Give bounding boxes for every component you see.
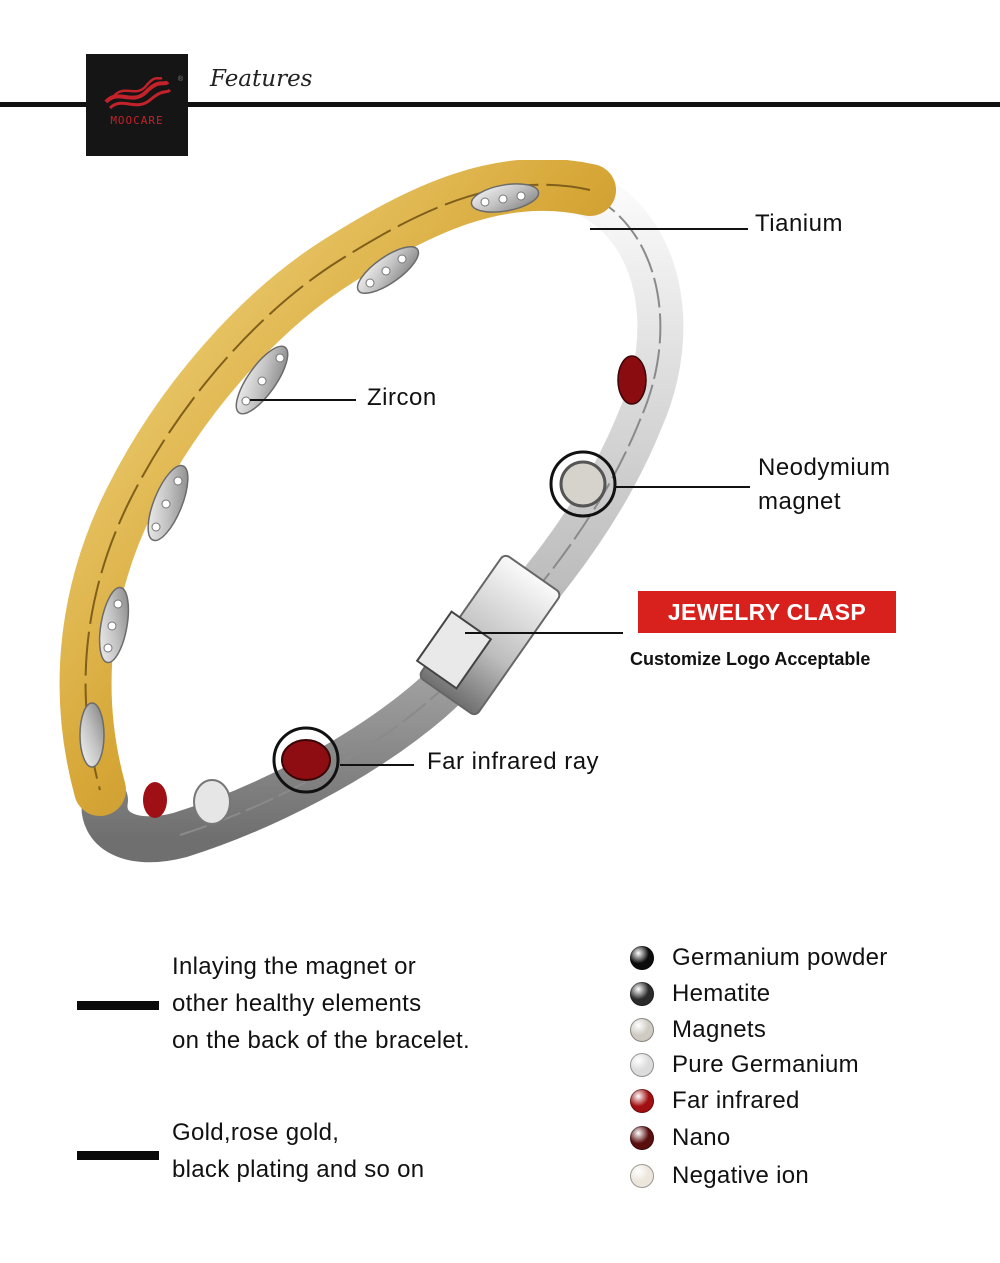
legend-label: Germanium powder — [672, 944, 888, 971]
legend-item: Germanium powder — [630, 940, 970, 976]
far-infrared-bead-icon — [630, 1089, 654, 1113]
page-title: Features — [210, 66, 313, 92]
plating-description: Gold,rose gold, black plating and so on — [172, 1114, 424, 1188]
negative-ion-bead-icon — [630, 1164, 654, 1188]
far-infrared-pointer — [340, 764, 414, 766]
legend-label: Negative ion — [672, 1162, 810, 1189]
inlay-line: Inlaying the magnet or — [172, 953, 417, 980]
wave-logo-icon — [104, 76, 172, 110]
inlay-line: on the back of the bracelet. — [172, 1027, 470, 1054]
bracelet-image — [59, 160, 684, 863]
registered-mark: ® — [177, 76, 183, 83]
header-rule — [0, 102, 1000, 107]
label-zircon: Zircon — [367, 384, 437, 411]
plating-bullet-bar — [77, 1151, 159, 1160]
brand-name: MOOCARE — [110, 114, 164, 127]
legend-item: Pure Germanium — [630, 1047, 970, 1083]
pure-germanium-bead-icon — [630, 1053, 654, 1077]
black-bead-icon — [630, 946, 654, 970]
plating-line: black plating and so on — [172, 1156, 425, 1183]
legend-label: Nano — [672, 1124, 731, 1151]
inlay-bullet-bar — [77, 1001, 159, 1010]
legend-item: Negative ion — [630, 1158, 970, 1194]
legend-label: Magnets — [672, 1016, 767, 1043]
titanium-pointer — [590, 228, 748, 230]
zircon-pointer — [250, 399, 356, 401]
label-neodymium-line1: Neodymium — [758, 454, 891, 481]
jewelry-clasp-banner: JEWELRY CLASP — [638, 591, 896, 633]
inlay-description: Inlaying the magnet or other healthy ele… — [172, 948, 470, 1059]
clasp-subtitle: Customize Logo Acceptable — [630, 649, 871, 669]
plating-line: Gold,rose gold, — [172, 1119, 340, 1146]
legend-item: Magnets — [630, 1012, 970, 1048]
legend-item: Nano — [630, 1120, 970, 1156]
label-titanium: Tianium — [755, 210, 843, 237]
label-neodymium-magnet: Neodymium magnet — [758, 451, 891, 519]
legend-label: Pure Germanium — [672, 1051, 859, 1078]
inlay-line: other healthy elements — [172, 990, 422, 1017]
legend-label: Far infrared — [672, 1087, 800, 1114]
legend-item: Hematite — [630, 976, 970, 1012]
magnet-bead-icon — [630, 1018, 654, 1042]
neodymium-pointer — [616, 486, 750, 488]
label-neodymium-line2: magnet — [758, 488, 842, 515]
nano-bead-icon — [630, 1126, 654, 1150]
hematite-bead-icon — [630, 982, 654, 1006]
legend-item: Far infrared — [630, 1083, 970, 1119]
legend-label: Hematite — [672, 980, 771, 1007]
label-far-infrared-ray: Far infrared ray — [427, 748, 600, 775]
clasp-pointer — [465, 632, 623, 634]
brand-logo: ® MOOCARE — [86, 54, 188, 156]
